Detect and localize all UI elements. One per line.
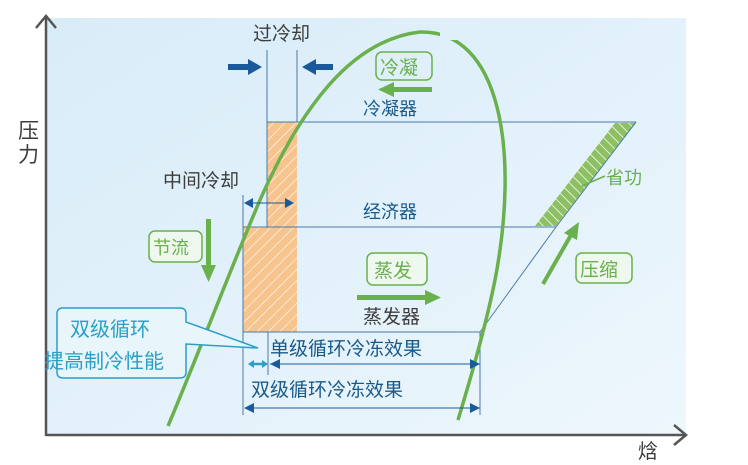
saturation-curve xyxy=(166,30,507,427)
throttling-label: 节流 xyxy=(153,238,189,259)
throttling-box xyxy=(148,230,203,263)
subcooling-label: 过冷却 xyxy=(253,23,310,45)
two-stage-callout xyxy=(56,307,259,379)
intercooling-label: 中间冷却 xyxy=(163,170,239,192)
callout-line-1: 双级循环 xyxy=(70,317,150,341)
power-saving-label: 省功 xyxy=(606,168,642,189)
evaporation-label: 蒸发 xyxy=(374,260,412,282)
y-axis-label-1: 压 xyxy=(18,119,39,143)
condensation-arrow xyxy=(378,82,432,97)
axes xyxy=(35,14,688,446)
economizer-label: 经济器 xyxy=(363,202,417,223)
power-saving-pointer xyxy=(581,175,606,187)
intercooling-arrow xyxy=(244,198,294,208)
subcooling-arrows xyxy=(228,59,333,75)
compression-label: 压缩 xyxy=(580,259,618,281)
compression-arrow xyxy=(541,222,579,285)
evaporation-arrow xyxy=(357,290,441,305)
two-stage-effect-arrow xyxy=(244,403,480,413)
gain-arrow xyxy=(248,360,268,368)
throttling-arrow xyxy=(201,219,216,282)
x-axis-label: 焓 xyxy=(638,439,658,463)
y-axis-label-2: 力 xyxy=(18,143,39,167)
subcooling-gain-region xyxy=(243,227,297,332)
single-stage-effect-label: 单级循环冷冻效果 xyxy=(270,338,422,360)
callout-line-2: 提高制冷性能 xyxy=(44,349,164,373)
two-stage-effect-label: 双级循环冷冻效果 xyxy=(251,379,403,401)
single-stage-effect-arrow xyxy=(270,359,480,369)
curve-gap xyxy=(440,26,458,40)
condensation-label: 冷凝 xyxy=(380,57,418,79)
compression-box xyxy=(575,252,633,284)
condensation-box xyxy=(375,51,433,81)
power-saving-region xyxy=(535,123,636,226)
condenser-label: 冷凝器 xyxy=(363,99,417,120)
evaporation-box xyxy=(366,252,428,286)
evaporator-label: 蒸发器 xyxy=(363,306,420,328)
